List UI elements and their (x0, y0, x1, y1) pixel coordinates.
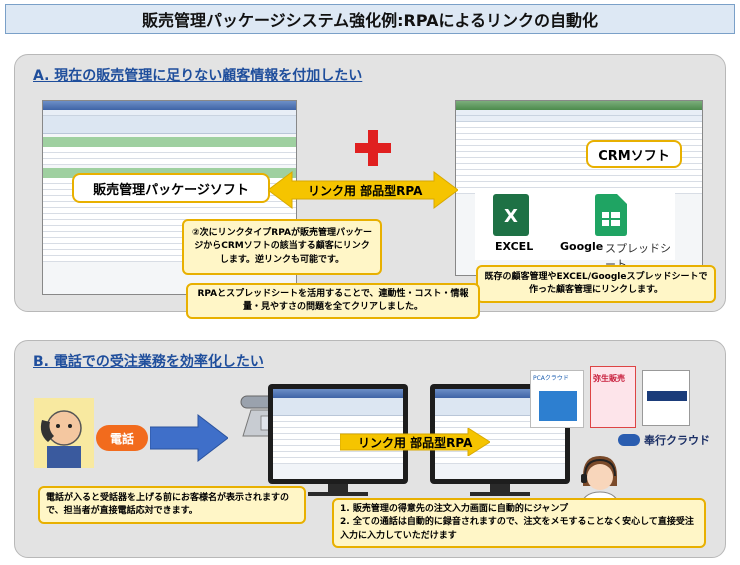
person-phone-icon (34, 398, 94, 468)
product-bugyo: 奉行クラウド (618, 432, 718, 448)
callout-auto-jump: 1. 販売管理の得意先の注文入力画面に自動的にジャンプ 2. 全ての通話は自動的… (332, 498, 706, 548)
google-sheets-icon (595, 194, 627, 236)
callout-auto-jump-line2: 2. 全ての通話は自動的に録音されますので、注文をメモすることなく安心して直接受… (340, 517, 694, 541)
product-yayoi: 弥生販売 (590, 366, 636, 428)
blue-right-arrow (150, 413, 228, 463)
rpa-arrow-b (340, 428, 490, 456)
product-pca: PCAクラウド (530, 370, 584, 428)
callout-clear-problems: RPAとスプレッドシートを活用することで、連動性・コスト・情報量・見やすさの問題… (186, 283, 480, 319)
google-label: Google (560, 240, 604, 253)
svg-text:X: X (504, 206, 518, 227)
excel-google-area: X EXCEL Google スプレッドシート (475, 190, 675, 271)
crm-software-label: CRMソフト (586, 140, 682, 168)
plus-icon (355, 130, 391, 166)
section-a-heading: A. 現在の販売管理に足りない顧客情報を付加したい (33, 68, 363, 84)
sales-software-label: 販売管理パッケージソフト (72, 173, 270, 203)
callout-rpa-link: ②次にリンクタイプRPAが販売管理パッケージからCRMソフトの該当する顧客にリン… (182, 219, 382, 275)
product-box-3 (642, 370, 690, 426)
link-rpa-label: リンク用 部品型RPA (308, 184, 423, 198)
link-rpa-label-b: リンク用 部品型RPA (358, 436, 473, 450)
callout-auto-jump-line1: 1. 販売管理の得意先の注文入力画面に自動的にジャンプ (340, 504, 569, 515)
section-b-heading: B. 電話での受注業務を効率化したい (33, 354, 264, 370)
link-double-arrow (268, 171, 458, 209)
callout-phone-display: 電話が入ると受話器を上げる前にお客様名が表示されますので、担当者が直接電話応対で… (38, 486, 306, 524)
phone-label: 電話 (109, 431, 134, 446)
monitor-left (268, 384, 408, 484)
operator-headset-icon (578, 456, 622, 512)
excel-label: EXCEL (495, 240, 534, 253)
phone-label-bubble: 電話 (96, 425, 148, 451)
page-title: 販売管理パッケージシステム強化例:RPAによるリンクの自動化 (5, 4, 735, 34)
callout-existing-crm: 既存の顧客管理やEXCEL/Googleスプレッドシートで作った顧客管理にリンク… (476, 265, 716, 303)
excel-icon: X (493, 194, 529, 236)
